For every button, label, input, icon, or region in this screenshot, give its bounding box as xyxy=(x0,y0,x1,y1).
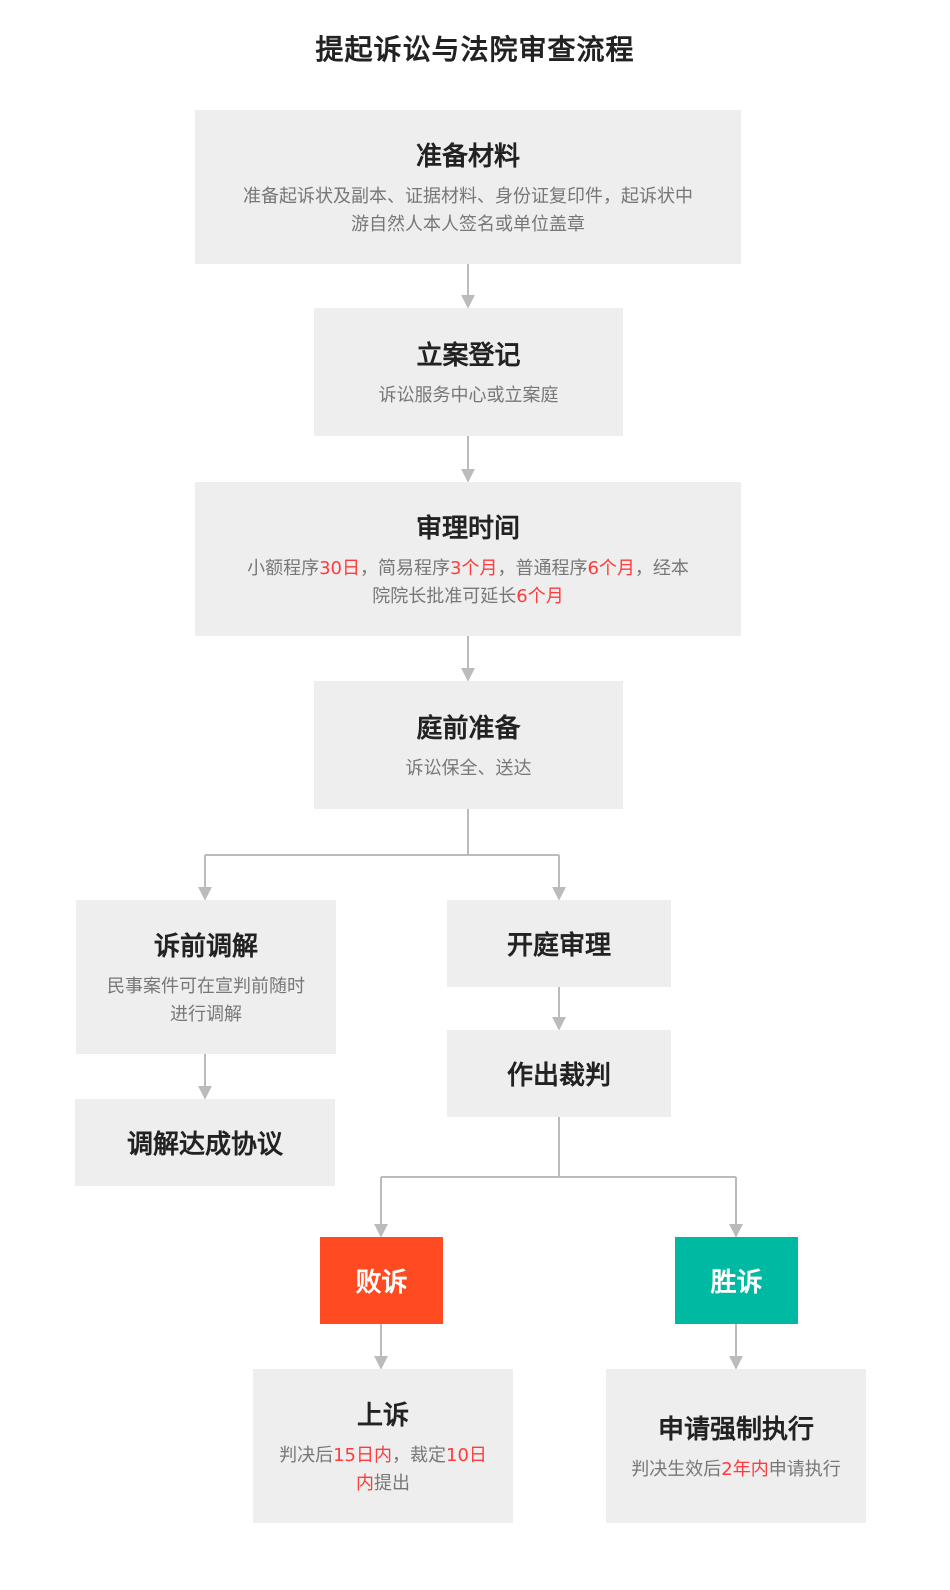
desc-line: 准备起诉状及副本、证据材料、身份证复印件，起诉状中 xyxy=(243,185,693,207)
outcome-title: 败诉 xyxy=(355,1268,408,1298)
step-title: 庭前准备 xyxy=(416,713,521,744)
step-title: 调解达成协议 xyxy=(126,1130,283,1160)
step-appeal: 上诉 判决后15日内，裁定10日 内提出 xyxy=(253,1369,513,1523)
step-apply-enforcement: 申请强制执行 判决生效后2年内申请执行 xyxy=(606,1369,866,1523)
step-title: 诉前调解 xyxy=(153,931,258,962)
step-description: 民事案件可在宣判前随时 进行调解 xyxy=(107,973,305,1029)
desc-line: 判决后15日内，裁定10日 xyxy=(279,1444,487,1466)
step-description: 判决后15日内，裁定10日 内提出 xyxy=(279,1442,487,1498)
step-pretrial-preparation: 庭前准备 诉讼保全、送达 xyxy=(314,681,623,809)
step-title: 作出裁判 xyxy=(506,1061,611,1091)
desc-line: 判决生效后2年内申请执行 xyxy=(631,1458,841,1480)
step-title: 申请强制执行 xyxy=(657,1414,814,1445)
step-description: 准备起诉状及副本、证据材料、身份证复印件，起诉状中 游自然人本人签名或单位盖章 xyxy=(243,183,693,239)
step-title: 开庭审理 xyxy=(506,931,611,961)
step-title: 立案登记 xyxy=(416,340,521,371)
step-description: 小额程序30日，简易程序3个月，普通程序6个月，经本 院院长批准可延长6个月 xyxy=(247,555,689,611)
outcome-win: 胜诉 xyxy=(675,1237,798,1324)
step-title: 上诉 xyxy=(356,1400,409,1431)
step-trial-duration: 审理时间 小额程序30日，简易程序3个月，普通程序6个月，经本 院院长批准可延长… xyxy=(195,482,741,636)
step-court-hearing: 开庭审理 xyxy=(447,900,671,987)
desc-line: 内提出 xyxy=(356,1472,410,1494)
step-description: 诉讼服务中心或立案庭 xyxy=(378,384,559,406)
step-title: 准备材料 xyxy=(415,141,520,172)
desc-line: 进行调解 xyxy=(170,1003,242,1025)
step-pre-litigation-mediation: 诉前调解 民事案件可在宣判前随时 进行调解 xyxy=(76,900,336,1054)
step-judgment: 作出裁判 xyxy=(447,1030,671,1117)
step-mediation-agreement: 调解达成协议 xyxy=(75,1099,335,1186)
outcome-title: 胜诉 xyxy=(710,1268,763,1298)
page-title: 提起诉讼与法院审查流程 xyxy=(315,33,635,66)
desc-line: 民事案件可在宣判前随时 xyxy=(107,975,305,997)
step-case-registration: 立案登记 诉讼服务中心或立案庭 xyxy=(314,308,623,436)
desc-line: 小额程序30日，简易程序3个月，普通程序6个月，经本 xyxy=(247,557,689,579)
step-description: 判决生效后2年内申请执行 xyxy=(631,1456,840,1484)
desc-line: 游自然人本人签名或单位盖章 xyxy=(351,213,585,235)
step-description: 诉讼保全、送达 xyxy=(405,757,532,779)
step-prepare-materials: 准备材料 准备起诉状及副本、证据材料、身份证复印件，起诉状中 游自然人本人签名或… xyxy=(195,110,741,264)
step-title: 审理时间 xyxy=(415,513,520,544)
outcome-lose: 败诉 xyxy=(320,1237,443,1324)
desc-line: 院院长批准可延长6个月 xyxy=(372,585,564,607)
